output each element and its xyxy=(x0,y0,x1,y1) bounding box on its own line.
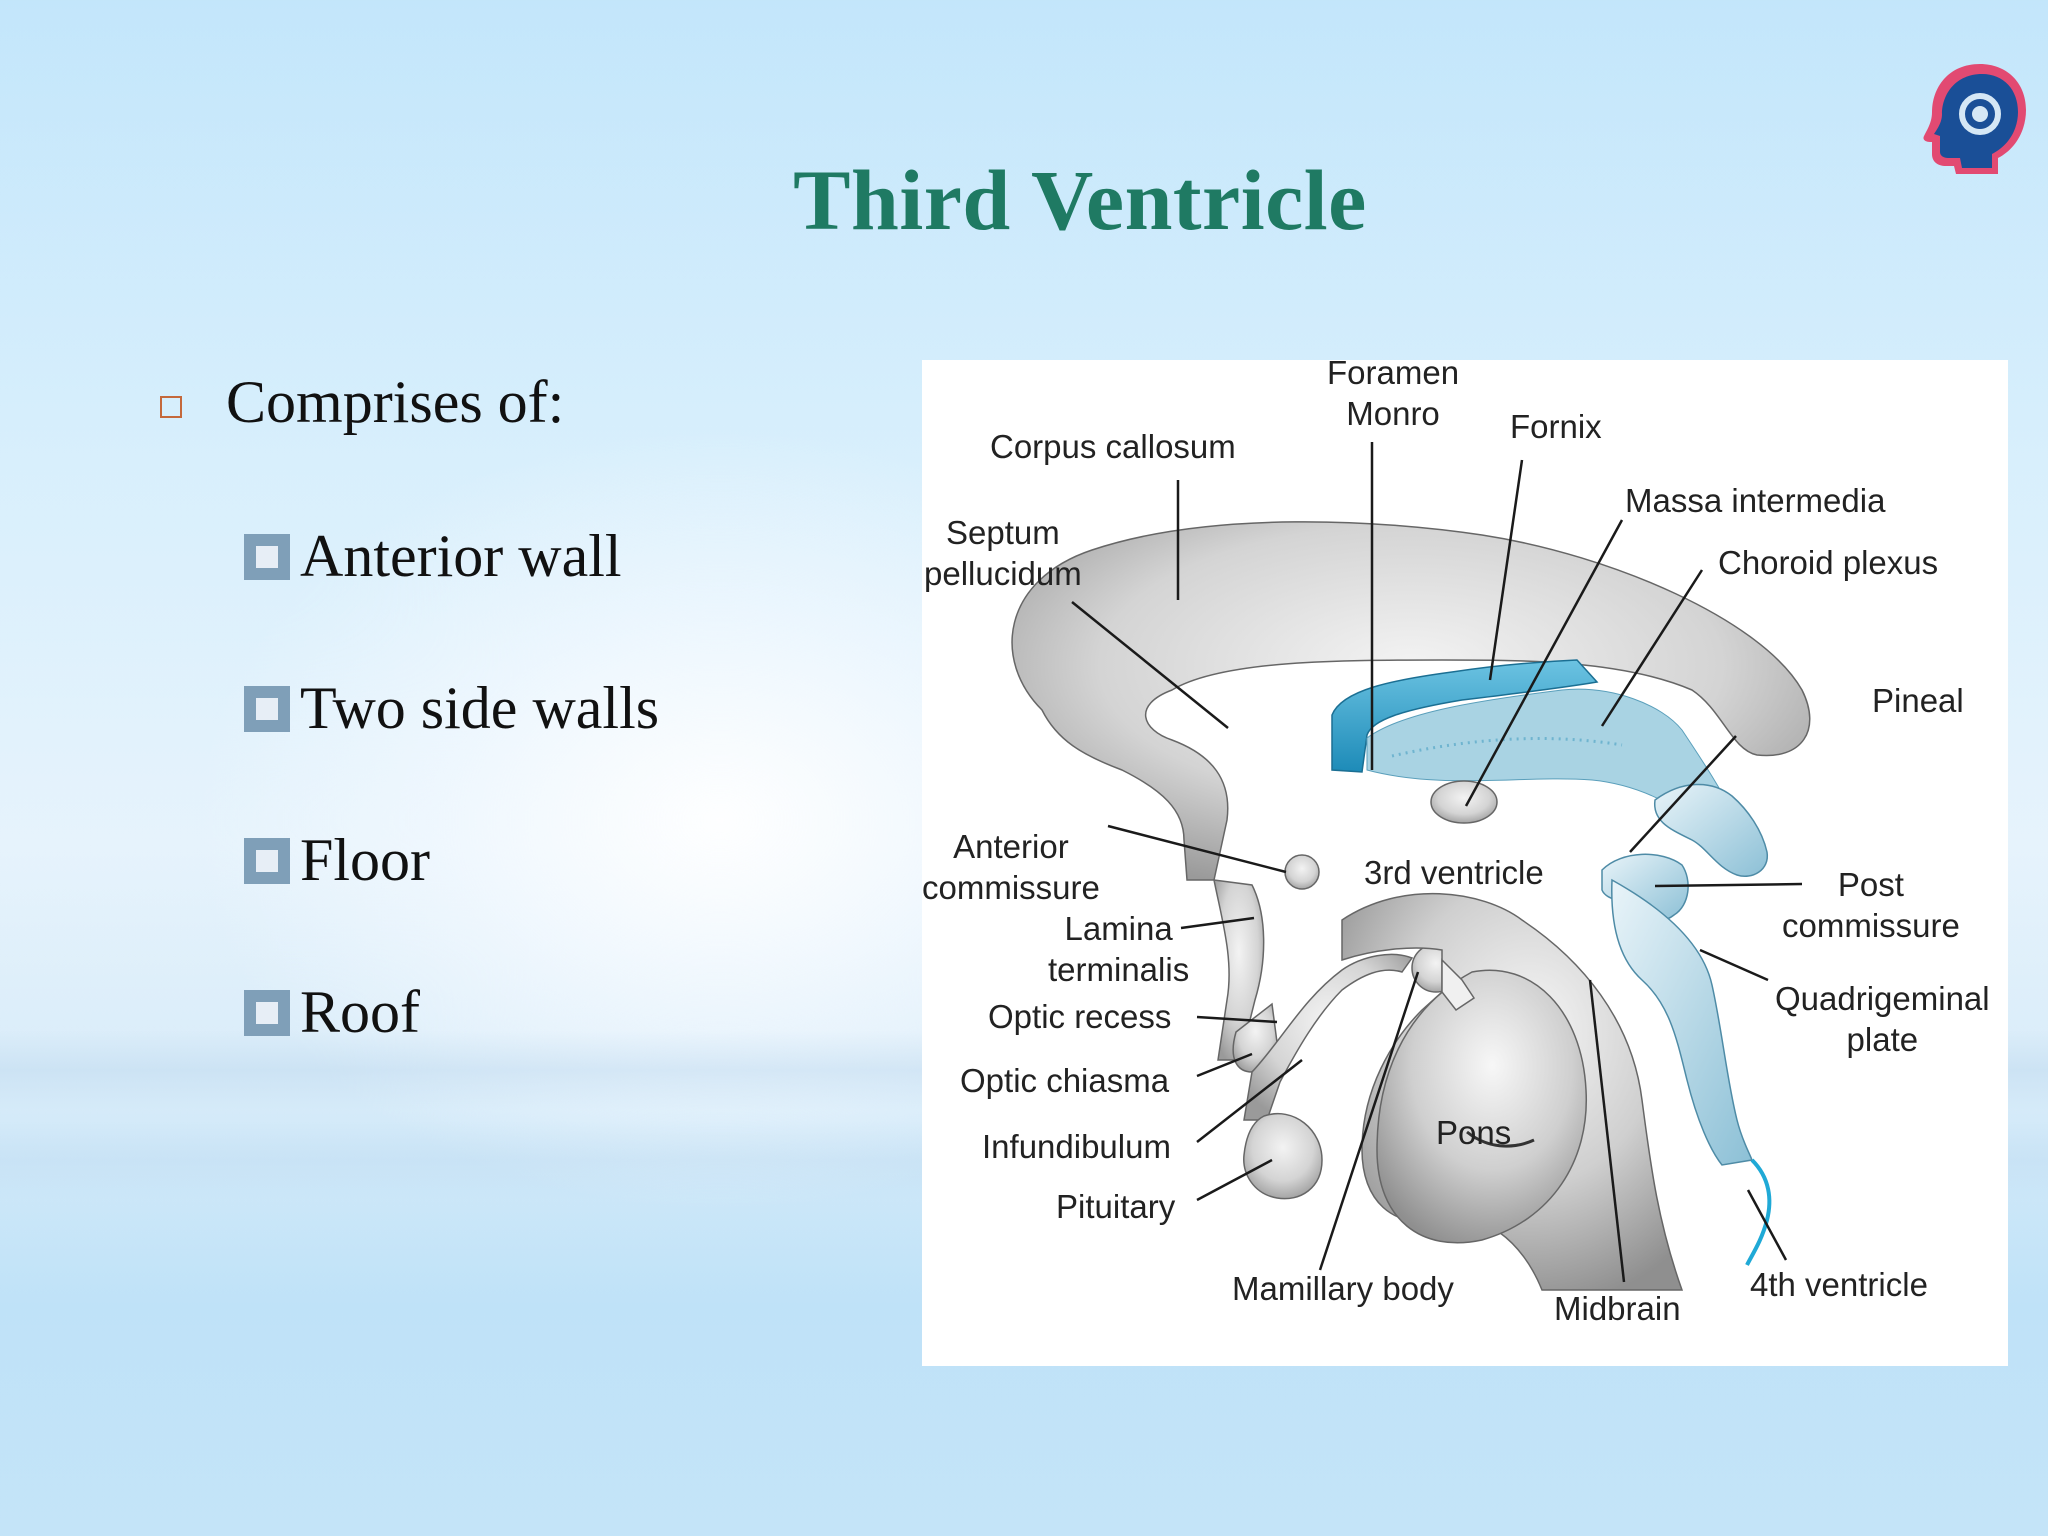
label-mamillary-body: Mamillary body xyxy=(1232,1268,1454,1309)
list-item-text: Two side walls xyxy=(300,674,659,743)
label-quadrigeminal-plate: Quadrigeminal plate xyxy=(1775,978,1990,1060)
label-anterior-commissure: Anterior commissure xyxy=(922,826,1100,908)
label-post-commissure: Post commissure xyxy=(1782,864,1960,946)
label-choroid-plexus: Choroid plexus xyxy=(1718,542,1938,583)
fourth-ventricle-line xyxy=(1747,1160,1769,1265)
list-item: Roof xyxy=(244,978,420,1047)
list-item: Anterior wall xyxy=(244,522,622,591)
label-3rd-ventricle: 3rd ventricle xyxy=(1364,852,1544,893)
pituitary-shape xyxy=(1244,1114,1322,1199)
label-4th-ventricle: 4th ventricle xyxy=(1750,1264,1928,1305)
label-lamina-terminalis: Lamina terminalis xyxy=(1048,908,1189,990)
bullet-square-icon xyxy=(244,686,290,732)
massa-intermedia-shape xyxy=(1431,781,1497,823)
label-septum-pellucidum: Septum pellucidum xyxy=(924,512,1082,594)
list-item: Floor xyxy=(244,826,430,895)
label-optic-recess: Optic recess xyxy=(988,996,1171,1037)
label-optic-chiasma: Optic chiasma xyxy=(960,1060,1169,1101)
label-massa-intermedia: Massa intermedia xyxy=(1625,480,1885,521)
bullet-square-icon xyxy=(244,534,290,580)
label-pons: Pons xyxy=(1436,1112,1511,1153)
list-item-text: Anterior wall xyxy=(300,522,622,591)
third-ventricle-diagram: Foramen Monro Fornix Corpus callosum Mas… xyxy=(922,360,2008,1366)
list-item: Two side walls xyxy=(244,674,659,743)
bullet-square-icon xyxy=(160,396,182,418)
bullet-main: Comprises of: xyxy=(160,368,564,437)
label-pineal: Pineal xyxy=(1872,680,1964,721)
bullet-square-icon xyxy=(244,838,290,884)
label-midbrain: Midbrain xyxy=(1554,1288,1681,1329)
list-item-text: Floor xyxy=(300,826,430,895)
label-infundibulum: Infundibulum xyxy=(982,1126,1171,1167)
label-corpus-callosum: Corpus callosum xyxy=(990,426,1236,467)
list-item-text: Roof xyxy=(300,978,420,1047)
bullet-list: Comprises of: Anterior wall Two side wal… xyxy=(0,0,900,1100)
label-pituitary: Pituitary xyxy=(1056,1186,1175,1227)
bullet-main-text: Comprises of: xyxy=(226,368,564,437)
label-fornix: Fornix xyxy=(1510,406,1602,447)
label-foramen-monro: Foramen Monro xyxy=(1327,352,1459,434)
anterior-commissure-shape xyxy=(1285,855,1319,889)
bullet-square-icon xyxy=(244,990,290,1036)
